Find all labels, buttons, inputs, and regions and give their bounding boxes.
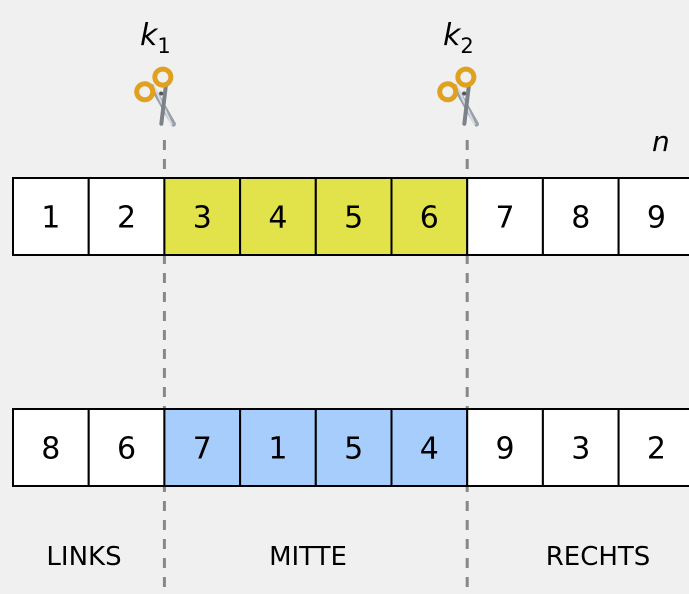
cut-label-k2: k2 <box>443 18 474 58</box>
array-cell-value: 2 <box>647 432 666 467</box>
array-cell <box>314 177 393 256</box>
array-cell-value: 3 <box>193 201 212 236</box>
array-row-2: 8 6 7 1 5 4 9 3 2 <box>12 408 689 487</box>
array-cell-value: 6 <box>420 201 439 236</box>
array-cell-value: 4 <box>420 432 439 467</box>
array-cell <box>87 177 166 256</box>
scissors-icon <box>134 66 177 127</box>
array-cell <box>163 177 242 256</box>
region-label-right: RECHTS <box>546 542 651 572</box>
array-cell-value: 3 <box>571 432 590 467</box>
array-cell <box>12 408 90 487</box>
array-cell-value: 7 <box>496 201 515 236</box>
array-cell <box>314 408 393 487</box>
array-cell <box>390 408 469 487</box>
array-cell-value: 1 <box>268 432 287 467</box>
array-cell <box>239 408 317 487</box>
array-row-1: 1 2 3 4 5 6 7 8 9 <box>12 177 689 256</box>
array-cell <box>87 408 166 487</box>
array-cell <box>466 177 544 256</box>
array-cell-value: 5 <box>344 432 363 467</box>
array-cell-value: 6 <box>117 432 136 467</box>
array-cell <box>617 177 689 256</box>
array-cell-value: 8 <box>571 201 590 236</box>
array-cell-value: 9 <box>647 201 666 236</box>
array-cell <box>390 177 469 256</box>
scissors-icon <box>437 66 480 127</box>
array-cell <box>617 408 689 487</box>
array-cell-value: 1 <box>41 201 60 236</box>
array-cell <box>163 408 242 487</box>
array-cell-value: 5 <box>344 201 363 236</box>
array-cell <box>541 177 620 256</box>
region-label-middle: MITTE <box>269 542 347 572</box>
region-label-left: LINKS <box>46 542 121 572</box>
cut-label-k1: k1 <box>140 18 171 58</box>
array-cell-value: 4 <box>268 201 287 236</box>
array-cell-value: 9 <box>496 432 515 467</box>
n-label: n <box>652 125 670 158</box>
array-cell-value: 8 <box>41 432 60 467</box>
array-cell-value: 2 <box>117 201 136 236</box>
array-cell <box>12 177 90 256</box>
array-rows: 1 2 3 4 5 6 7 8 9 8 6 7 1 5 4 9 3 2 <box>12 177 689 487</box>
array-cell-value: 7 <box>193 432 212 467</box>
